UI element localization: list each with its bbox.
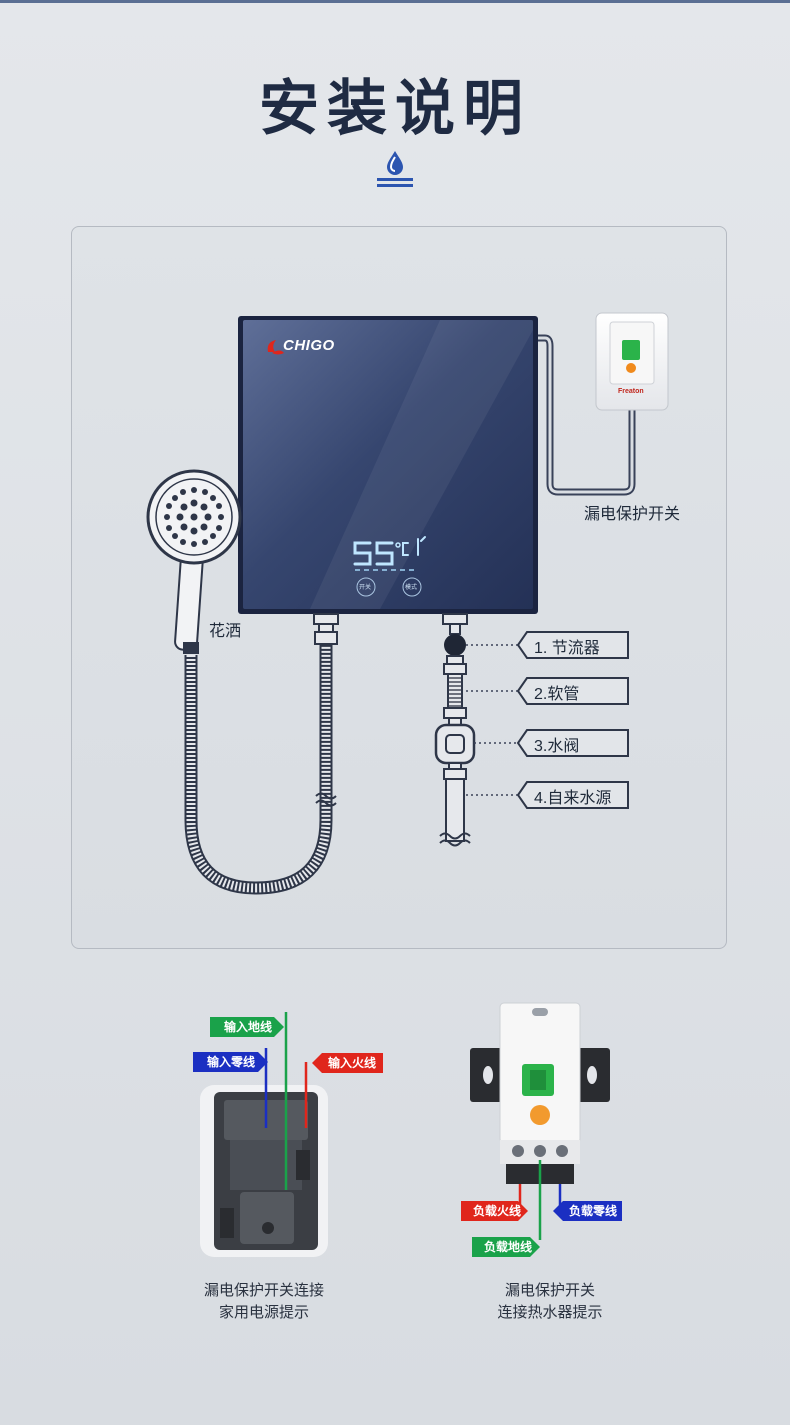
- step-label-valve: 3.水阀: [534, 738, 580, 755]
- heater-logo: [267, 340, 284, 355]
- load-neutral-tag: 负载零线: [569, 1204, 618, 1218]
- right-caption: 漏电保护开关 连接热水器提示: [470, 1280, 630, 1324]
- leakage-breaker: [595, 312, 669, 411]
- load-live-tag: 负载火线: [473, 1204, 522, 1218]
- water-heater: [238, 316, 538, 614]
- heater-brand: CHIGO: [283, 337, 335, 354]
- shower-head: [146, 469, 242, 654]
- shower-hose: [184, 640, 333, 895]
- water-valve: [434, 723, 476, 765]
- flow-restrictor: [444, 634, 466, 656]
- left-caption-line1: 漏电保护开关连接: [203, 1282, 324, 1299]
- heater-power-button-label[interactable]: 开关: [359, 585, 372, 591]
- shower-label: 花洒: [209, 623, 242, 640]
- right-caption-line1: 漏电保护开关: [504, 1282, 595, 1299]
- left-caption-line2: 家用电源提示: [218, 1304, 309, 1321]
- load-ground-tag: 负载地线: [484, 1240, 533, 1254]
- input-neutral-tag: 输入零线: [207, 1055, 256, 1069]
- right-caption-line2: 连接热水器提示: [497, 1304, 603, 1321]
- heater-power-button: [356, 577, 376, 597]
- top-border-line: [0, 0, 790, 3]
- step-label-hose: 2.软管: [534, 686, 580, 703]
- heater-mode-button-label[interactable]: 模式: [405, 585, 418, 591]
- page-title: 安装说明: [259, 75, 531, 142]
- breaker-brand: Freaton: [618, 388, 644, 395]
- water-drop-icon: [377, 151, 413, 187]
- temperature-display: [353, 536, 426, 566]
- power-socket-photo: [200, 1085, 328, 1257]
- step-label-flow-restrictor: 1. 节流器: [534, 640, 600, 657]
- step-label-water-source: 4.自来水源: [534, 790, 612, 807]
- input-live-tag: 输入火线: [328, 1056, 377, 1070]
- inlet-pipe: [434, 613, 476, 847]
- breaker-photo: [470, 1002, 610, 1184]
- breaker-label: 漏电保护开关: [584, 506, 681, 523]
- input-ground-tag: 输入地线: [224, 1020, 273, 1034]
- heater-mode-button: [402, 577, 422, 597]
- left-caption: 漏电保护开关连接 家用电源提示: [184, 1280, 344, 1324]
